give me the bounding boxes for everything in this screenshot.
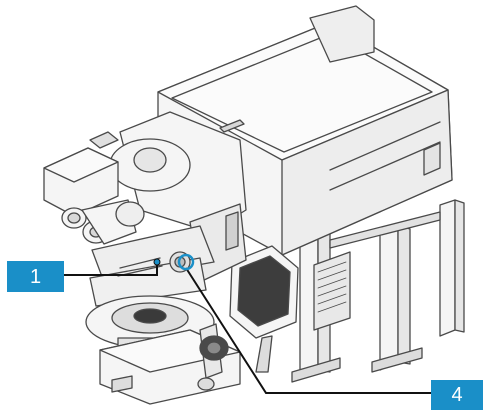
focus-knob [197,323,229,391]
callout-1-marker [153,258,161,266]
callout-label-1: 1 [7,261,64,292]
camera-unit [43,131,119,217]
callout-4-marker [177,253,195,271]
touchscreen-panel [229,245,299,373]
detector-unit [313,251,351,331]
callout-1-leader [64,262,158,276]
microscope-body [109,111,247,283]
callout-label-4: 4 [431,380,483,410]
callout-4-leader [185,267,431,394]
eyepieces [61,199,145,245]
